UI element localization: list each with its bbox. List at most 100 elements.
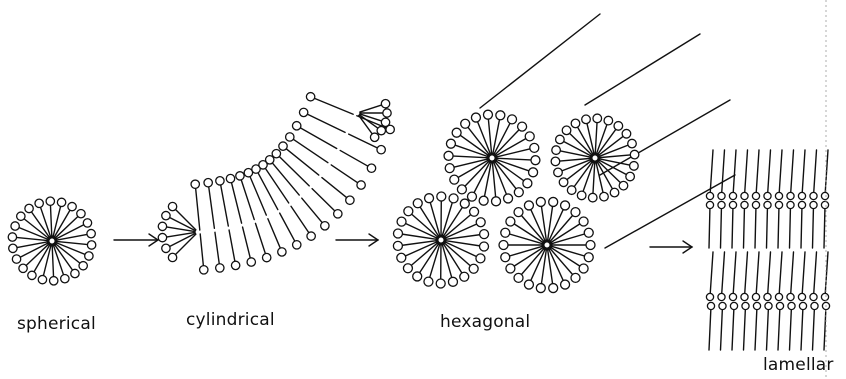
surfactant-head <box>306 93 314 101</box>
surfactant-head <box>445 164 454 173</box>
micelle-core <box>543 241 551 249</box>
surfactant-tail <box>270 160 299 195</box>
surfactant-head <box>764 201 771 208</box>
surfactant-head <box>562 126 571 135</box>
surfactant-head <box>741 192 748 199</box>
surfactant-head <box>741 293 748 300</box>
surfactant-tail <box>732 306 734 350</box>
surfactant-tail <box>444 222 481 239</box>
surfactant-tail <box>745 150 748 196</box>
surfactant-tail <box>755 205 756 248</box>
surfactant-head <box>776 302 783 309</box>
surfactant-tail <box>722 150 725 196</box>
surfactant-head <box>752 201 759 208</box>
spherical-micelle <box>8 197 96 285</box>
surfactant-head <box>798 201 805 208</box>
surfactant-head <box>35 199 43 207</box>
surfactant-head <box>579 264 588 273</box>
surfactant-tail <box>572 160 594 190</box>
surfactant-head <box>554 168 563 177</box>
surfactant-tail <box>166 233 195 248</box>
surfactant-head <box>278 248 286 256</box>
surfactant-head <box>577 191 586 200</box>
arrow-spherical-to-cylindrical <box>114 234 158 246</box>
surfactant-tail <box>755 306 757 350</box>
surfactant-tail <box>802 150 805 196</box>
surfactant-head <box>787 192 794 199</box>
surfactant-head <box>531 156 540 165</box>
surfactant-head <box>61 274 69 282</box>
surfactant-tail <box>790 306 792 350</box>
surfactant-head <box>397 217 406 226</box>
surfactant-head <box>610 188 619 197</box>
surfactant-head <box>536 197 545 206</box>
surfactant-head <box>584 253 593 262</box>
surfactant-head <box>370 133 378 141</box>
surfactant-head <box>741 201 748 208</box>
surfactant-head <box>28 271 36 279</box>
surfactant-tail <box>263 165 289 203</box>
surfactant-head <box>529 168 538 177</box>
surfactant-head <box>630 162 639 171</box>
surfactant-head <box>626 172 635 181</box>
arrow-hexagonal-to-lamellar <box>650 241 692 253</box>
surfactant-tail <box>824 205 825 248</box>
surfactant-head <box>292 122 300 130</box>
surfactant-tail <box>529 248 546 285</box>
surfactant-tail <box>494 160 519 192</box>
surfactant-head <box>571 208 580 217</box>
surfactant-tail <box>550 247 584 269</box>
surfactant-tail <box>457 133 490 157</box>
surfactant-tail <box>733 252 736 297</box>
surfactant-head <box>765 302 772 309</box>
surfactant-head <box>775 293 782 300</box>
surfactant-head <box>501 228 510 237</box>
surfactant-head <box>162 244 170 252</box>
micelle-core <box>488 154 496 162</box>
surfactant-tail <box>733 150 736 196</box>
surfactant-tail <box>52 244 54 281</box>
surfactant-tail <box>173 207 196 230</box>
label-cylindrical: cylindrical <box>186 310 275 330</box>
surfactant-head <box>787 293 794 300</box>
surfactant-tail <box>322 178 350 201</box>
surfactant-head <box>293 241 301 249</box>
surfactant-head <box>571 119 580 128</box>
surfactant-tail <box>710 150 713 196</box>
surfactant-head <box>334 210 342 218</box>
surfactant-head <box>752 293 759 300</box>
surfactant-head <box>549 284 558 293</box>
surfactant-head <box>798 293 805 300</box>
surfactant-head <box>706 192 713 199</box>
surfactant-tail <box>814 150 817 196</box>
surfactant-tail <box>495 159 533 172</box>
surfactant-head <box>810 192 817 199</box>
surfactant-tail <box>756 150 759 196</box>
surfactant-tail <box>710 252 713 297</box>
surfactant-head <box>457 185 466 194</box>
surfactant-head <box>742 302 749 309</box>
surfactant-head <box>479 196 488 205</box>
surfactant-head <box>730 302 737 309</box>
surfactant-tail <box>548 205 565 242</box>
surfactant-head <box>79 262 87 270</box>
surfactant-head <box>619 181 628 190</box>
surfactant-head <box>476 254 485 263</box>
surfactant-tail <box>417 243 439 277</box>
surfactant-head <box>83 219 91 227</box>
surfactant-head <box>764 192 771 199</box>
surfactant-tail <box>243 227 252 262</box>
surfactant-head <box>729 293 736 300</box>
surfactant-head <box>461 119 470 128</box>
surfactant-head <box>492 197 501 206</box>
surfactant-head <box>286 133 294 141</box>
label-spherical: spherical <box>17 314 96 334</box>
surfactant-head <box>216 177 224 185</box>
surfactant-head <box>775 192 782 199</box>
surfactant-tail <box>721 205 722 248</box>
surfactant-head <box>436 279 445 288</box>
surfactant-head <box>586 241 595 250</box>
surfactant-head <box>718 201 725 208</box>
surfactant-head <box>588 193 597 202</box>
surfactant-tail <box>312 189 338 214</box>
